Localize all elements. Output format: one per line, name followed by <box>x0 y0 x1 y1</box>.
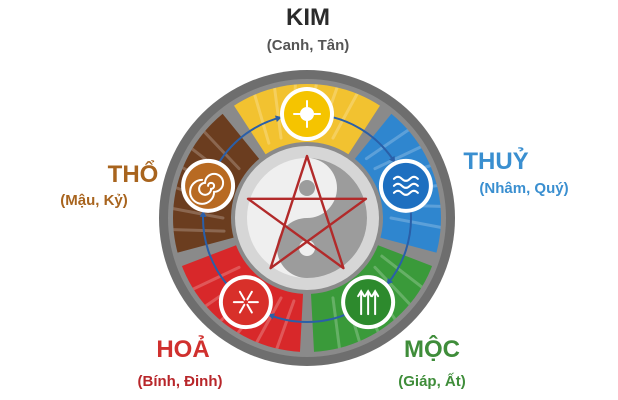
sector-texture <box>275 299 296 351</box>
sector-texture <box>373 145 423 171</box>
sector-texture <box>173 207 225 220</box>
sector-texture <box>191 265 241 291</box>
sector-texture <box>273 86 283 140</box>
label-moc: MỘC <box>404 336 460 363</box>
label-tho: THỔ <box>107 161 159 188</box>
sector-texture <box>331 92 359 140</box>
badge-thuy <box>378 158 433 213</box>
generating-cycle-arrows <box>199 115 412 323</box>
badge-tho <box>181 158 236 213</box>
stems-kim: (Canh, Tân) <box>266 37 350 54</box>
spiral-icon <box>189 172 225 205</box>
stems-hoa: (Bính, Đinh) <box>137 373 223 390</box>
sector-texture <box>380 254 424 289</box>
stems-tho: (Mậu, Kỷ) <box>60 192 128 209</box>
yin-yang-symbol <box>247 158 367 278</box>
stems-moc: (Giáp, Ất) <box>398 373 466 390</box>
sun-cross-icon <box>293 100 321 128</box>
badge-moc <box>341 275 396 330</box>
sector-texture <box>331 296 341 350</box>
label-thuy: THUỶ <box>463 148 529 175</box>
fire-arrows-icon <box>232 290 259 314</box>
sector-texture <box>373 265 412 306</box>
sector-texture <box>173 228 226 233</box>
label-hoa: HOẢ <box>156 336 210 363</box>
badge-kim <box>280 87 334 141</box>
sector-texture <box>253 93 271 145</box>
sector-texture <box>389 216 441 229</box>
stems-thuy: (Nhâm, Quý) <box>479 180 569 197</box>
sector-texture <box>364 128 410 161</box>
growth-arrows-icon <box>357 289 380 316</box>
water-waves-icon <box>392 175 419 196</box>
badge-hoa <box>218 275 273 330</box>
label-kim: KIM <box>286 4 330 31</box>
sector-texture <box>255 296 283 344</box>
sector-texture <box>202 130 241 171</box>
controlling-cycle-star <box>246 154 368 270</box>
